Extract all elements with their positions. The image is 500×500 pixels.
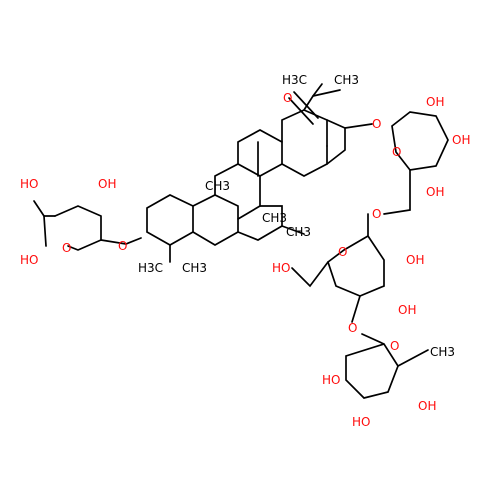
atom-label: O	[372, 117, 381, 131]
atom-label: H3C	[282, 73, 307, 87]
atom-label: CH3	[430, 345, 455, 359]
atom-label: O	[372, 207, 381, 221]
atom-label: CH3	[262, 211, 287, 225]
atom-label: CH3	[334, 73, 359, 87]
atom-label: O	[348, 321, 357, 335]
atom-label: CH3	[286, 225, 311, 239]
atom-label: H3C	[138, 261, 163, 275]
atom-label: CH3	[182, 261, 207, 275]
atom-label: OH	[398, 303, 416, 317]
atom-label: OH	[452, 133, 470, 147]
bond-lines	[33, 83, 449, 399]
atom-label: HO	[20, 253, 38, 267]
atom-label: O	[390, 339, 399, 353]
atom-label: O	[392, 145, 401, 159]
atom-label: HO	[272, 261, 290, 275]
atom-label: O	[338, 245, 347, 259]
atom-label: CH3	[205, 179, 230, 193]
atom-label: O	[62, 241, 71, 255]
atom-label: HO	[352, 415, 370, 429]
atom-label: OH	[426, 95, 444, 109]
atom-label: O	[118, 239, 127, 253]
atom-label: HO	[20, 177, 38, 191]
atom-label: O	[283, 91, 292, 105]
atom-label: OH	[98, 177, 116, 191]
atom-label: HO	[322, 373, 340, 387]
atom-label: OH	[406, 253, 424, 267]
atom-label: OH	[426, 185, 444, 199]
atom-label: OH	[418, 399, 436, 413]
atom-labels: HO OH HO O O CH3 CH3 CH3 H3C CH3 H3C CH3…	[20, 73, 470, 429]
